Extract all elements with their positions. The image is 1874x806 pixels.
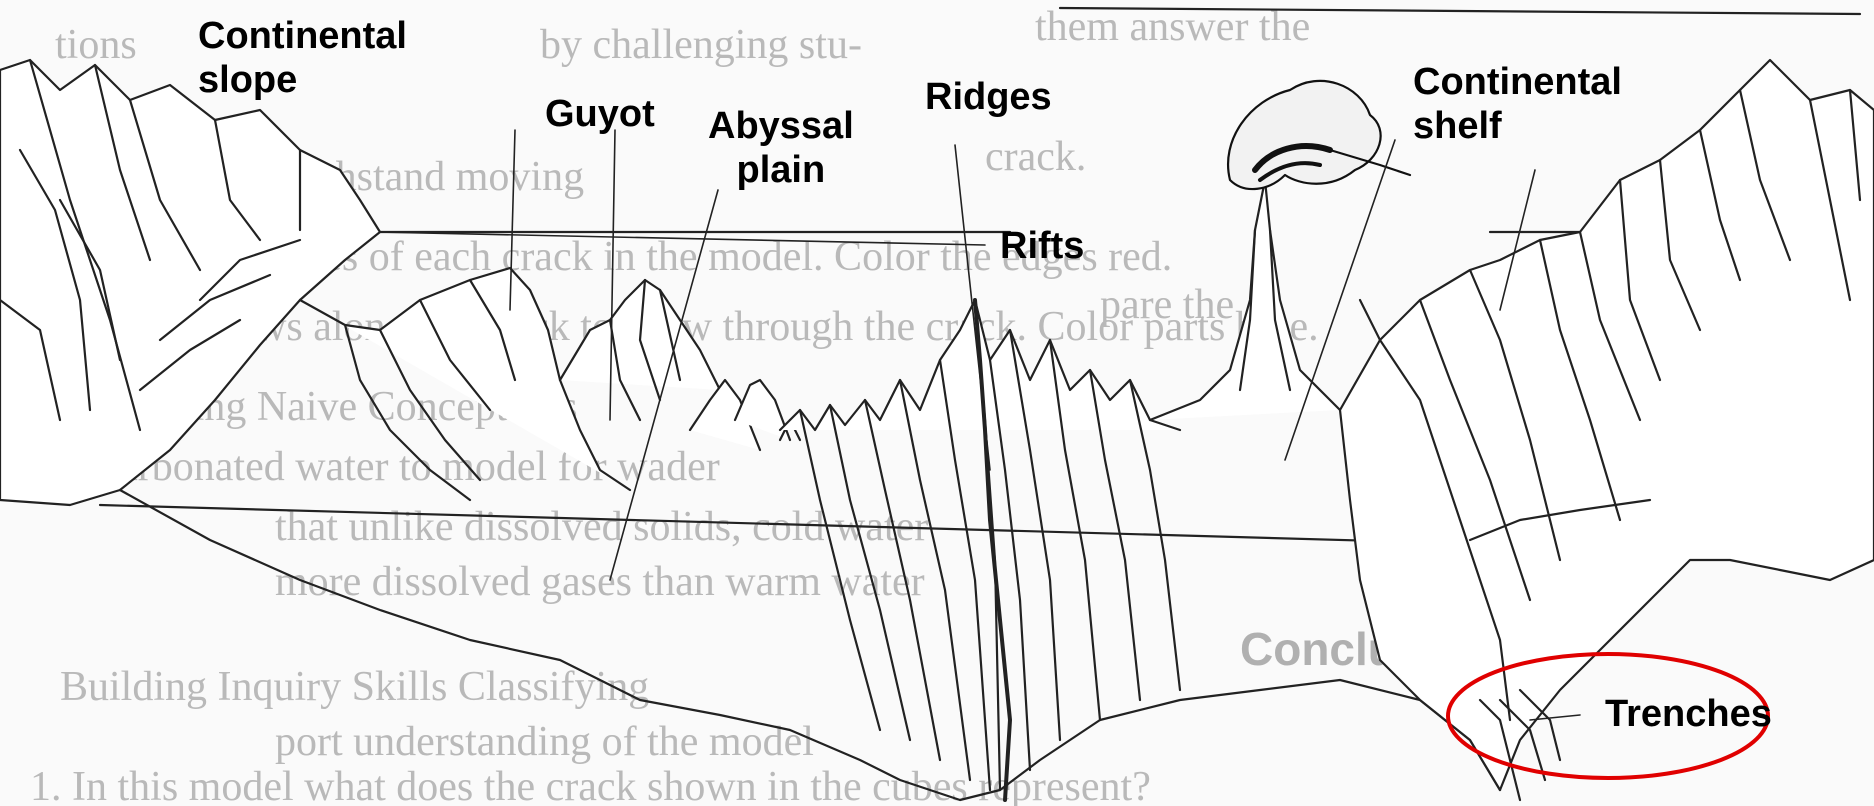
label-abyssal-plain-line2: plain xyxy=(708,148,854,192)
right-continent xyxy=(1340,60,1874,790)
bg-text-11: more dissolved gases than warm water xyxy=(275,559,925,605)
bg-text-13: Building Inquiry Skills Classifying xyxy=(60,664,649,710)
label-rifts: Rifts xyxy=(1000,224,1084,268)
label-continental-shelf-line1: Continental xyxy=(1413,60,1622,104)
bg-text-16: pare the xyxy=(1100,282,1234,328)
bg-text-1: tions xyxy=(55,22,137,68)
guyot-shape xyxy=(560,280,720,420)
label-ridges: Ridges xyxy=(925,75,1052,119)
bg-text-15: 1. In this model what does the crack sho… xyxy=(30,764,1151,806)
label-trenches: Trenches xyxy=(1605,692,1772,736)
label-continental-slope-line1: Continental xyxy=(198,14,407,58)
left-continent xyxy=(0,60,380,505)
label-continental-slope-line2: slope xyxy=(198,58,407,102)
label-abyssal-plain: Abyssal plain xyxy=(708,104,854,192)
label-continental-shelf-line2: shelf xyxy=(1413,104,1622,148)
bg-text-3: them answer the xyxy=(1035,4,1310,50)
volcano-smoke xyxy=(1228,81,1410,189)
label-continental-shelf: Continental shelf xyxy=(1413,60,1622,148)
label-guyot: Guyot xyxy=(545,92,655,136)
bg-text-14: port understanding of the model xyxy=(275,719,814,765)
bg-text-4: crack. xyxy=(985,134,1086,180)
bg-text-2: by challenging stu- xyxy=(540,22,862,68)
label-continental-slope: Continental slope xyxy=(198,14,407,102)
label-abyssal-plain-line1: Abyssal xyxy=(708,104,854,148)
abyssal-seamounts xyxy=(690,380,800,450)
